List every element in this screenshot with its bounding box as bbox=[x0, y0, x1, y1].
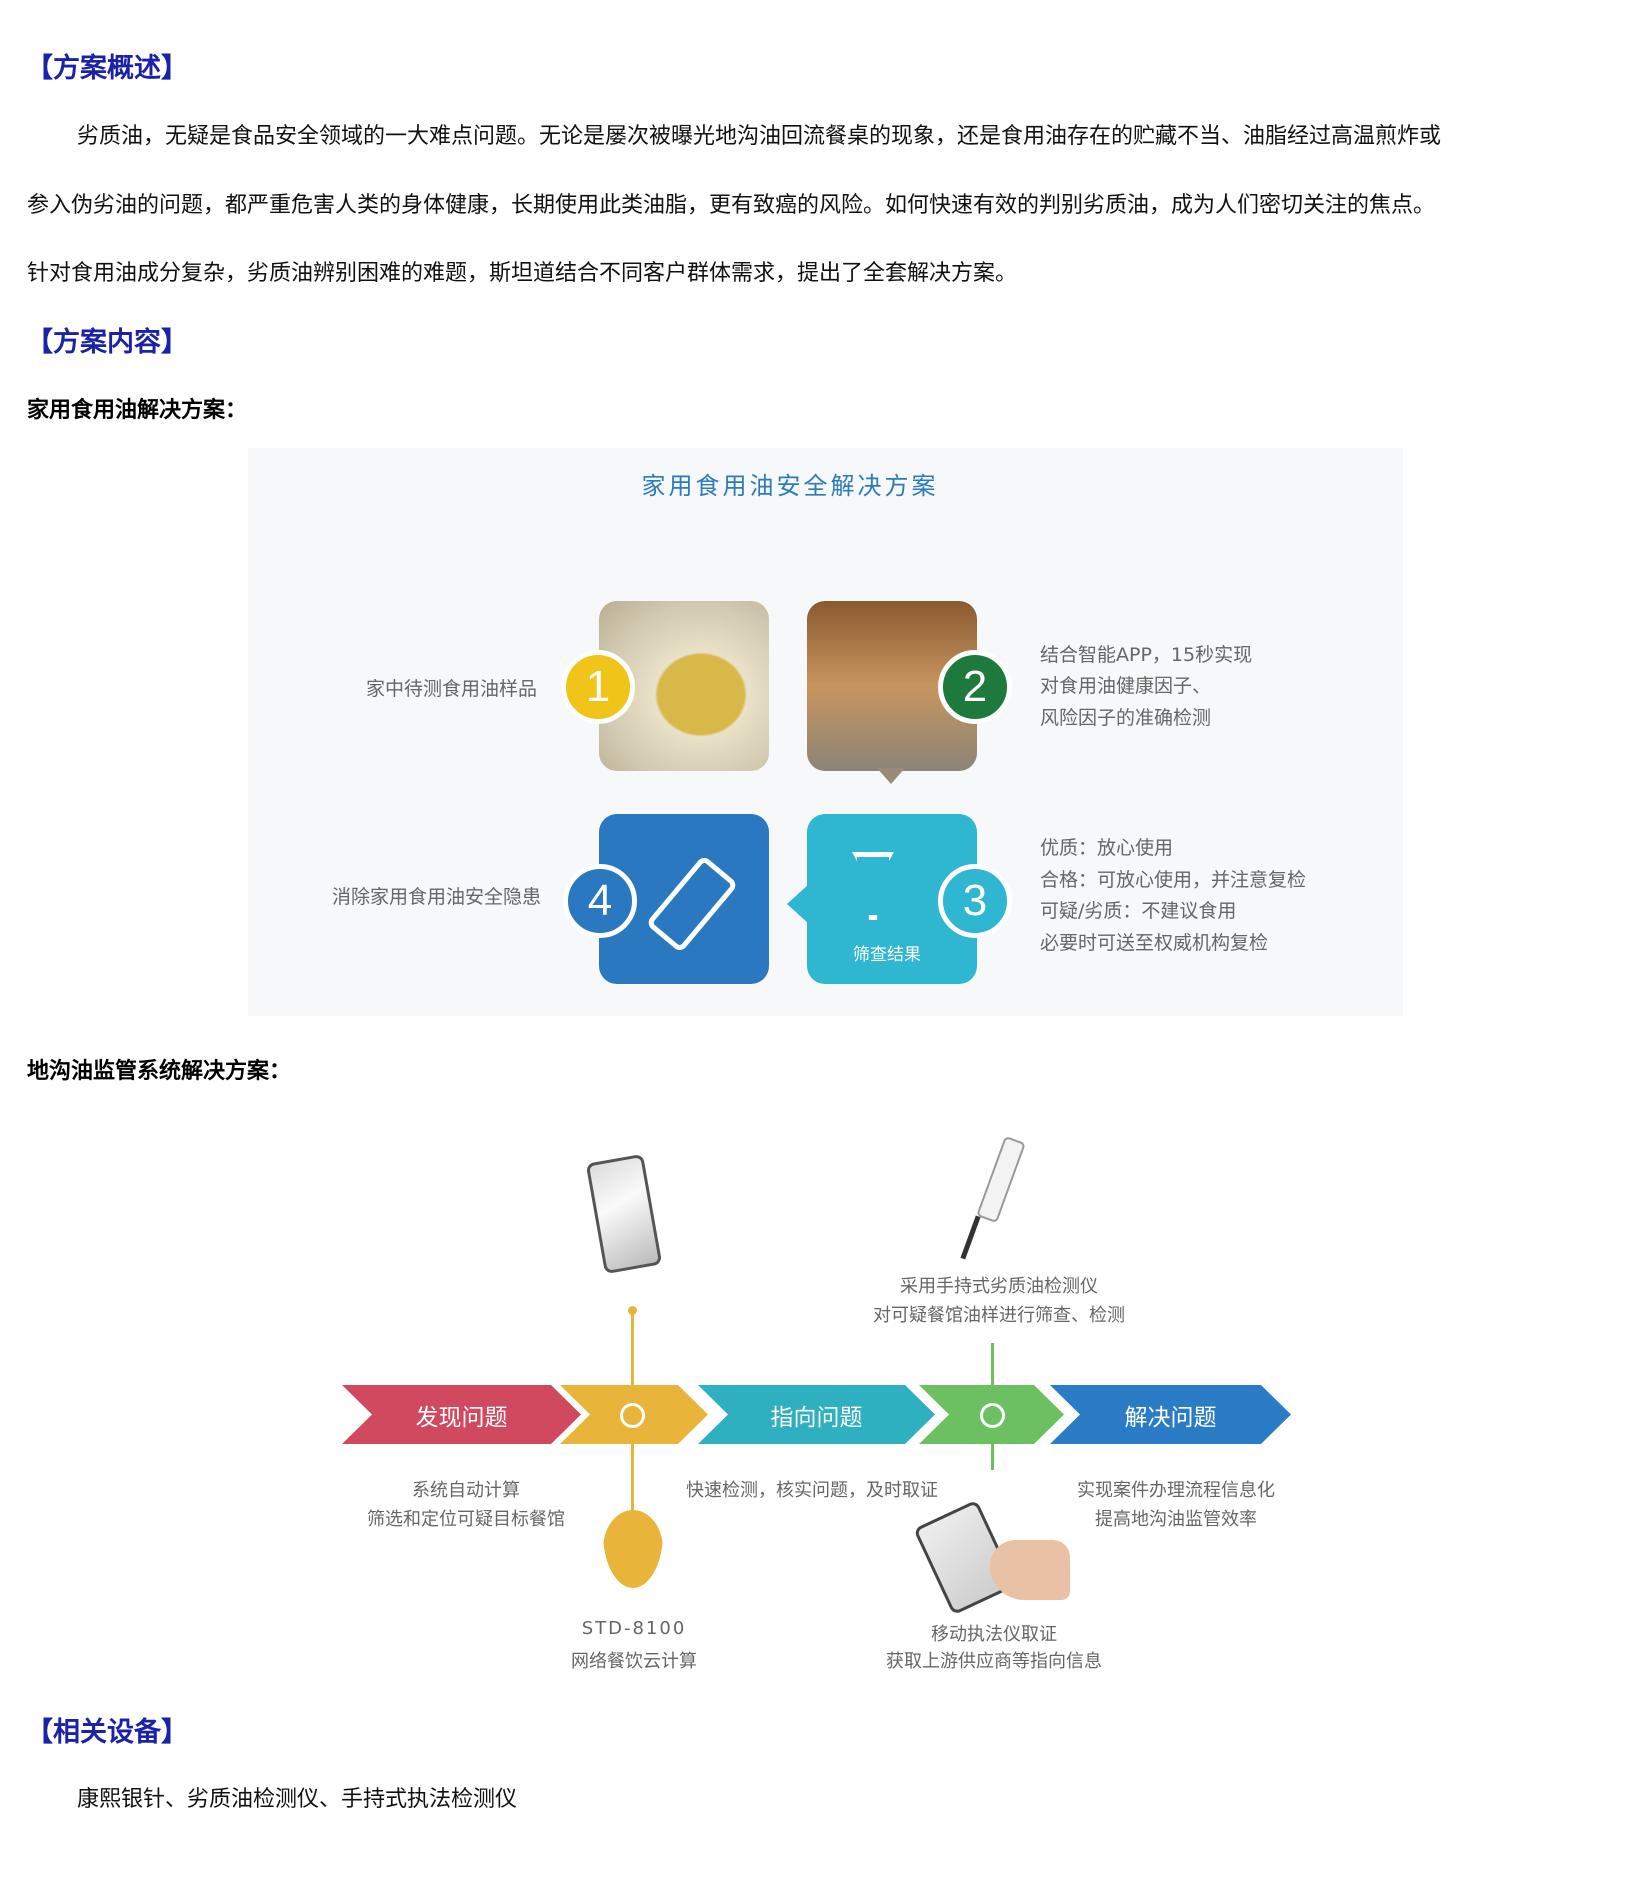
heading-content: 【方案内容】 bbox=[26, 327, 188, 358]
step1-label: 家中待测食用油样品 bbox=[365, 678, 537, 700]
paragraph-line: 劣质油，无疑是食品安全领域的一大难点问题。无论是屡次被曝光地沟油回流餐桌的现象，… bbox=[77, 124, 1442, 149]
stage-point: 指向问题 bbox=[698, 1385, 935, 1444]
eraser-icon bbox=[645, 854, 739, 954]
probe-text: 采用手持式劣质油检测仪 bbox=[900, 1276, 1098, 1297]
paragraph-line: 针对食用油成分复杂，劣质油辨别困难的难题，斯坦道结合不同客户群体需求，提出了全套… bbox=[27, 261, 1018, 286]
stage3-text: 实现案件办理流程信息化 bbox=[1077, 1480, 1275, 1501]
drop-icon bbox=[603, 1510, 663, 1588]
probe-device-image bbox=[976, 1135, 1026, 1224]
stage1-text: 筛选和定位可疑目标餐馆 bbox=[367, 1509, 565, 1530]
stage-solve: 解决问题 bbox=[1050, 1385, 1291, 1444]
step3-text: 可疑/劣质：不建议食用 bbox=[1040, 900, 1237, 922]
stage2-text: 快速检测，核实问题，及时取证 bbox=[686, 1480, 938, 1501]
stage1-text: 系统自动计算 bbox=[412, 1480, 520, 1501]
step2-text: 对食用油健康因子、 bbox=[1040, 675, 1212, 697]
step3-text: 优质：放心使用 bbox=[1040, 837, 1174, 859]
stage-label: 发现问题 bbox=[415, 1404, 508, 1431]
probe-tip bbox=[960, 1215, 981, 1260]
heading-overview: 【方案概述】 bbox=[26, 53, 188, 84]
step-number-3: 3 bbox=[938, 864, 1012, 938]
step2-text: 风险因子的准确检测 bbox=[1040, 707, 1212, 729]
hand-image bbox=[990, 1540, 1070, 1600]
step-number-1: 1 bbox=[561, 650, 635, 724]
cloud-text: 网络餐饮云计算 bbox=[571, 1651, 697, 1672]
arrow-down-icon bbox=[877, 768, 905, 798]
stage3-text: 提高地沟油监管效率 bbox=[1095, 1509, 1257, 1530]
cloud-text: STD-8100 bbox=[581, 1618, 687, 1639]
funnel-icon bbox=[852, 852, 894, 920]
probe-text: 对可疑餐馆油样进行筛查、检测 bbox=[873, 1305, 1125, 1326]
stage-label: 指向问题 bbox=[770, 1404, 863, 1431]
handheld-terminal-image bbox=[585, 1153, 663, 1275]
stage-label: 解决问题 bbox=[1124, 1404, 1217, 1431]
mobile-text: 获取上游供应商等指向信息 bbox=[886, 1651, 1102, 1672]
home-diagram-title: 家用食用油安全解决方案 bbox=[641, 472, 939, 500]
step3-text: 合格：可放心使用，并注意复检 bbox=[1040, 869, 1307, 891]
gutter-solution-title: 地沟油监管系统解决方案： bbox=[27, 1059, 292, 1084]
mobile-text: 移动执法仪取证 bbox=[931, 1624, 1057, 1645]
screening-label: 筛查结果 bbox=[853, 945, 921, 965]
step2-text: 结合智能APP，15秒实现 bbox=[1040, 644, 1253, 666]
node-circle bbox=[980, 1403, 1005, 1428]
home-solution-title: 家用食用油解决方案： bbox=[27, 398, 248, 423]
step4-label: 消除家用食用油安全隐患 bbox=[331, 886, 541, 908]
step-number-2: 2 bbox=[938, 650, 1012, 724]
heading-equipment: 【相关设备】 bbox=[26, 1717, 188, 1748]
step3-text: 必要时可送至权威机构复检 bbox=[1040, 932, 1269, 954]
stage-discover: 发现问题 bbox=[342, 1385, 581, 1444]
paragraph-line: 参入伪劣油的问题，都严重危害人类的身体健康，长期使用此类油脂，更有致癌的风险。如… bbox=[27, 193, 1436, 218]
step-number-4: 4 bbox=[563, 864, 637, 938]
node-circle bbox=[620, 1403, 645, 1428]
equipment-list: 康熙银针、劣质油检测仪、手持式执法检测仪 bbox=[77, 1787, 518, 1812]
arrow-left-icon bbox=[787, 884, 809, 924]
line-dot bbox=[628, 1306, 637, 1315]
